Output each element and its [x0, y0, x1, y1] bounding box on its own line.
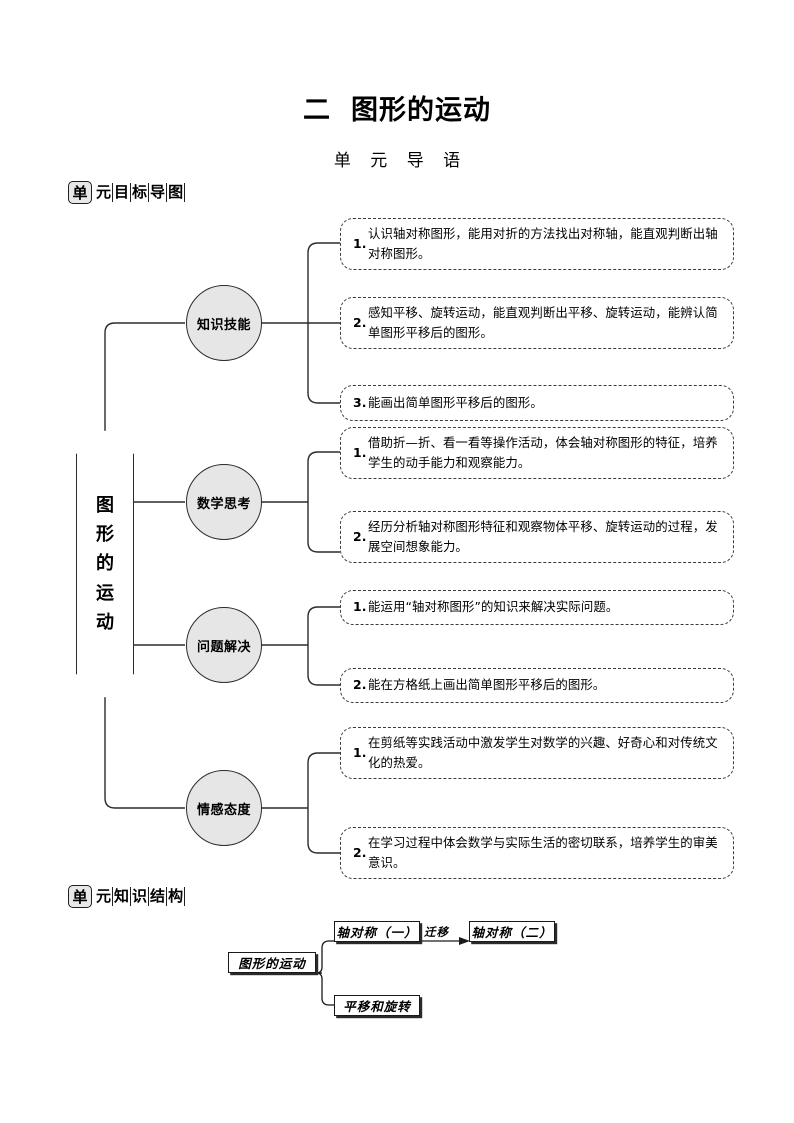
- section-char: 结: [150, 886, 168, 906]
- leaf-number: 1.: [353, 444, 367, 460]
- section-header-unit-goal-map: 单 元 目 标 导 图: [68, 180, 186, 204]
- structure-arrow-label: 迁移: [424, 925, 449, 939]
- leaf-box: 2. 在学习过程中体会数学与实际生活的密切联系，培养学生的审美意识。: [340, 827, 734, 879]
- leaf-text: 能运用“轴对称图形”的知识来解决实际问题。: [368, 599, 619, 615]
- root-char: 运: [96, 582, 114, 604]
- leaf-box: 1. 在剪纸等实践活动中激发学生对数学的兴趣、好奇心和对传统文化的热爱。: [340, 727, 734, 779]
- section-char: 识: [132, 886, 150, 906]
- leaf-text: 在剪纸等实践活动中激发学生对数学的兴趣、好奇心和对传统文化的热爱。: [368, 734, 718, 770]
- section-char: 构: [168, 886, 186, 906]
- leaf-text: 经历分析轴对称图形特征和观察物体平移、旋转运动的过程，发展空间想象能力。: [368, 518, 718, 554]
- leaf-box: 2. 能在方格纸上画出简单图形平移后的图形。: [340, 668, 734, 703]
- branch-node-emotion-attitude[interactable]: 情感态度: [186, 770, 262, 846]
- section-char: 图: [168, 182, 186, 202]
- structure-node-root[interactable]: 图形的运动: [228, 952, 316, 973]
- root-char: 图: [96, 495, 114, 517]
- section-char: 知: [114, 886, 132, 906]
- section-char: 目: [114, 182, 132, 202]
- leaf-box: 1. 借助折—折、看一看等操作活动，体会轴对称图形的特征，培养学生的动手能力和观…: [340, 427, 734, 479]
- page-subtitle: 单 元 导 语: [333, 151, 468, 171]
- section-char: 元: [96, 182, 114, 202]
- root-char: 形: [96, 524, 114, 546]
- leaf-number: 2.: [353, 528, 367, 544]
- leaf-number: 1.: [353, 744, 367, 760]
- leaf-box: 1. 认识轴对称图形，能用对折的方法找出对称轴，能直观判断出轴对称图形。: [340, 218, 734, 270]
- structure-node-axis-symmetry-two[interactable]: 轴对称（二）: [469, 921, 555, 942]
- leaf-text: 能在方格纸上画出简单图形平移后的图形。: [368, 677, 606, 693]
- page-title: 二图形的运动: [0, 96, 794, 126]
- leaf-box: 2. 感知平移、旋转运动，能直观判断出平移、旋转运动，能辨认简单图形平移后的图形…: [340, 297, 734, 349]
- leaf-number: 2.: [353, 677, 367, 693]
- leaf-text: 借助折—折、看一看等操作活动，体会轴对称图形的特征，培养学生的动手能力和观察能力…: [368, 434, 718, 470]
- leaf-text: 感知平移、旋转运动，能直观判断出平移、旋转运动，能辨认简单图形平移后的图形。: [368, 304, 718, 340]
- hexagon-shape: [76, 430, 134, 698]
- section-header-chars: 元 目 标 导 图: [95, 182, 186, 202]
- section-header-unit-knowledge-structure: 单 元 知 识 结 构: [68, 884, 186, 908]
- unit-title-text: 图形的运动: [351, 95, 491, 126]
- leaf-box: 1. 能运用“轴对称图形”的知识来解决实际问题。: [340, 590, 734, 625]
- structure-node-translation-rotation[interactable]: 平移和旋转: [334, 995, 420, 1016]
- leaf-text: 能画出简单图形平移后的图形。: [368, 394, 543, 410]
- leaf-number: 1.: [353, 235, 367, 251]
- section-char: 元: [96, 886, 114, 906]
- mindmap-root-node: 图 形 的 运 动: [76, 430, 134, 698]
- root-char: 动: [96, 611, 114, 633]
- section-char: 标: [132, 182, 150, 202]
- branch-node-math-thinking[interactable]: 数学思考: [186, 464, 262, 540]
- section-char: 导: [150, 182, 168, 202]
- branch-node-knowledge-skills[interactable]: 知识技能: [186, 285, 262, 361]
- section-badge: 单: [68, 884, 92, 908]
- leaf-box: 3. 能画出简单图形平移后的图形。: [340, 385, 734, 421]
- section-badge: 单: [68, 180, 92, 204]
- leaf-number: 2.: [353, 314, 367, 330]
- section-header-chars: 元 知 识 结 构: [95, 886, 186, 906]
- leaf-number: 3.: [353, 394, 367, 410]
- leaf-text: 在学习过程中体会数学与实际生活的密切联系，培养学生的审美意识。: [368, 834, 718, 870]
- mindmap-root-label: 图 形 的 运 动: [76, 430, 134, 698]
- leaf-number: 2.: [353, 844, 367, 860]
- structure-node-axis-symmetry-one[interactable]: 轴对称（一）: [334, 921, 420, 942]
- branch-node-problem-solving[interactable]: 问题解决: [186, 607, 262, 683]
- leaf-box: 2. 经历分析轴对称图形特征和观察物体平移、旋转运动的过程，发展空间想象能力。: [340, 511, 734, 563]
- leaf-number: 1.: [353, 599, 367, 615]
- unit-number: 二: [303, 95, 331, 126]
- root-char: 的: [96, 553, 114, 575]
- leaf-text: 认识轴对称图形，能用对折的方法找出对称轴，能直观判断出轴对称图形。: [368, 225, 718, 261]
